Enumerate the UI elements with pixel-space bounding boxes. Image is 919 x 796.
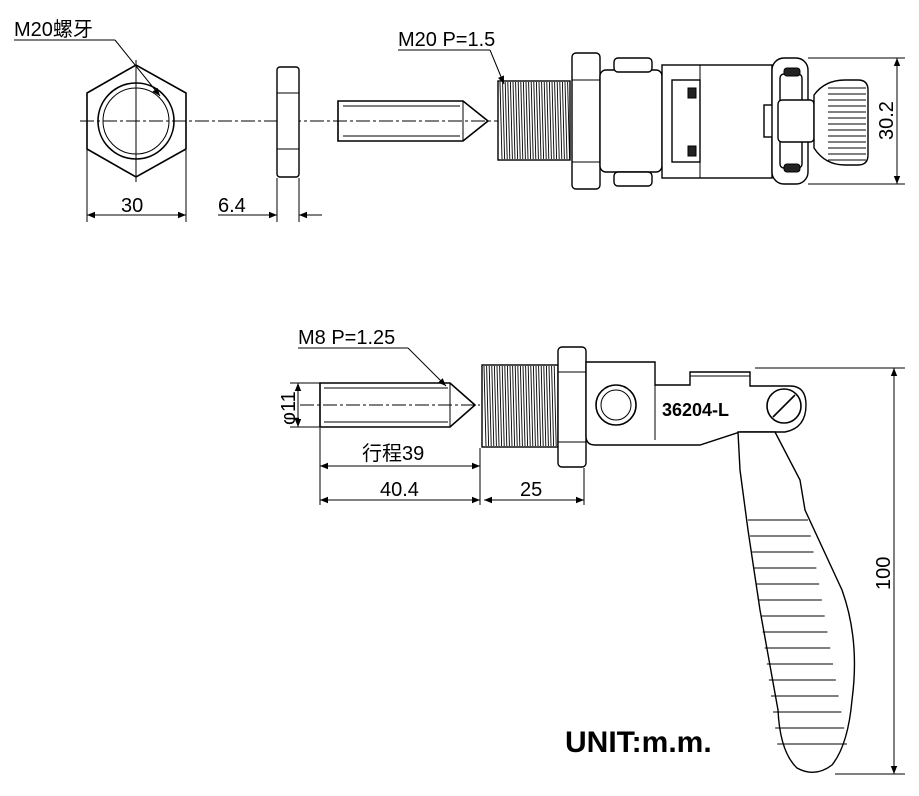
label-plunger-thread: M8 P=1.25: [298, 327, 395, 349]
top-view: M20螺牙 30 6.4 M20 P=1.: [14, 18, 905, 222]
unit-label: UNIT:m.m.: [565, 726, 712, 759]
plunger-pin-top: [337, 100, 490, 142]
dim-total-height: 100: [873, 557, 895, 590]
dim-nut-width: 30: [121, 195, 143, 217]
clamp-body-bottom: [585, 361, 807, 446]
hex-nut-front: [86, 60, 187, 182]
dim-thread-length: 25: [520, 479, 542, 501]
bottom-view: M8 P=1.25 φ11 36204-L: [278, 327, 905, 775]
dim-plunger-length: 40.4: [380, 479, 419, 501]
dim-body-height: 30.2: [876, 101, 898, 140]
thread-top: [497, 80, 571, 161]
body-nut-top: [571, 52, 601, 190]
model-number: 36204-L: [662, 400, 729, 420]
thread-bottom: [481, 364, 559, 448]
dim-plunger-dia: φ11: [278, 391, 300, 425]
handle-bottom: [737, 431, 856, 773]
clamp-body-top: [599, 57, 815, 187]
handle-end-top: [813, 79, 869, 166]
dim-washer-thickness: 6.4: [218, 195, 246, 217]
dim-stroke: 行程39: [362, 442, 424, 465]
body-nut-bottom: [557, 346, 587, 468]
label-nut-thread: M20螺牙: [14, 18, 93, 41]
nut-side: [276, 66, 300, 178]
label-thread-top: M20 P=1.5: [398, 29, 495, 51]
plunger-pin-bottom: [319, 382, 477, 428]
